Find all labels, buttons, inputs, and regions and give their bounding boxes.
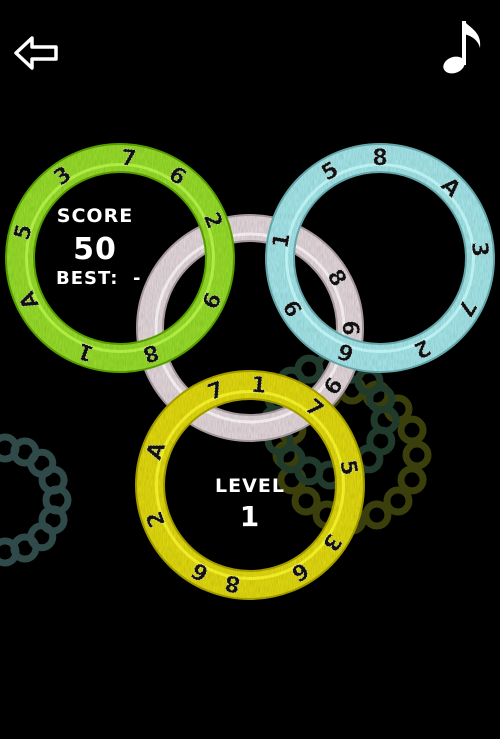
ring-highlight	[154, 232, 346, 424]
ghost-left	[0, 433, 72, 567]
ring-highlight	[285, 163, 475, 353]
best-score: BEST: -	[40, 268, 166, 289]
ring-number: 1	[250, 373, 267, 399]
ghost-bead	[383, 486, 413, 516]
ring-number: 1	[268, 231, 295, 250]
ring-body	[138, 216, 362, 440]
score-value: 50	[73, 232, 117, 267]
ghost-bead	[366, 384, 396, 414]
ring-number: 5	[10, 222, 38, 243]
ring-number: 5	[334, 458, 361, 477]
ring-highlight	[25, 163, 215, 353]
level-value: 1	[239, 500, 261, 533]
ring-body	[7, 145, 233, 371]
back-button[interactable]	[12, 34, 60, 72]
ring-white[interactable]: 869	[136, 214, 364, 442]
ring-number: 8	[223, 569, 242, 596]
ghost-bead	[397, 465, 427, 495]
level-label: LEVEL	[215, 475, 285, 497]
score-label: SCORE	[56, 205, 134, 227]
ghost-bead	[402, 440, 432, 470]
ring-body	[267, 145, 493, 371]
ring-number: 7	[120, 146, 137, 172]
music-note-icon	[443, 21, 481, 74]
ghost-bead	[291, 486, 321, 516]
ring-number: 6	[337, 320, 362, 335]
ghost-bead	[362, 500, 392, 530]
ring-number: 3	[466, 241, 492, 258]
ring-body	[137, 372, 363, 598]
arrow-left-icon	[14, 36, 58, 70]
ghost-bead	[38, 465, 68, 495]
best-value: -	[133, 268, 142, 289]
music-toggle-button[interactable]	[440, 18, 488, 76]
ghost-bead	[397, 415, 427, 445]
ghost-bead	[0, 537, 20, 567]
best-label: BEST:	[56, 268, 119, 289]
ring-highlight	[155, 390, 345, 580]
ring-number: 8	[372, 146, 387, 171]
